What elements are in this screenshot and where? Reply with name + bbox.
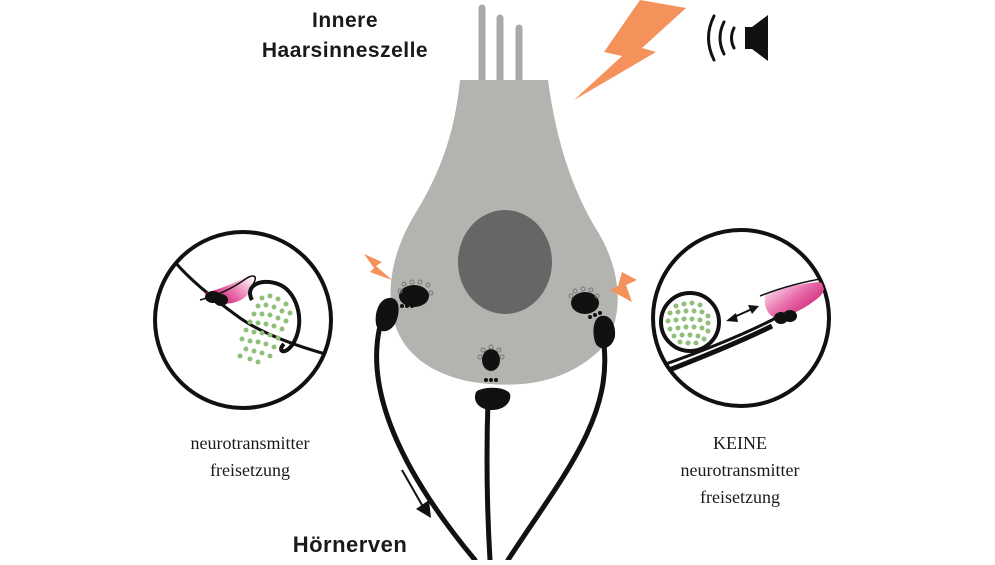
arrow-icon bbox=[401, 469, 431, 518]
nerve-terminal-left bbox=[375, 297, 399, 332]
stereocilia bbox=[478, 4, 523, 86]
left-caption-line-1: neurotransmitter bbox=[190, 433, 310, 453]
title-line-1: Innere bbox=[311, 9, 379, 32]
ribbon-synapse-right bbox=[568, 286, 602, 319]
right-caption-line-3: freisetzung bbox=[700, 487, 780, 507]
right-caption: KEINE neurotransmitter freisetzung bbox=[640, 430, 840, 511]
zoom-circle-release bbox=[153, 230, 333, 410]
title-line-2: Haarsinneszelle bbox=[261, 39, 429, 62]
zoom-circle-no-release bbox=[651, 228, 831, 408]
speaker-icon bbox=[707, 14, 768, 62]
double-arrow-icon bbox=[726, 305, 759, 322]
synapse-left-lightning-icon bbox=[364, 254, 392, 280]
left-caption-line-2: freisetzung bbox=[210, 460, 290, 480]
nucleus bbox=[458, 210, 552, 314]
synapse-right-lightning-icon bbox=[610, 272, 637, 302]
nerve-terminal-bottom bbox=[474, 387, 511, 410]
nerve-label: Hörnerven bbox=[292, 532, 408, 557]
right-caption-line-2: neurotransmitter bbox=[680, 460, 800, 480]
ribbon-synapse-bottom bbox=[477, 344, 505, 382]
left-caption: neurotransmitter freisetzung bbox=[150, 430, 350, 484]
nerve-fibers bbox=[374, 323, 608, 563]
title-label: Innere Haarsinneszelle bbox=[230, 6, 460, 66]
nerve-terminal-right bbox=[593, 315, 616, 349]
ribbon-synapse-left bbox=[397, 279, 434, 308]
lightning-bolt-icon bbox=[574, 0, 686, 100]
right-caption-line-1: KEINE bbox=[713, 433, 767, 453]
